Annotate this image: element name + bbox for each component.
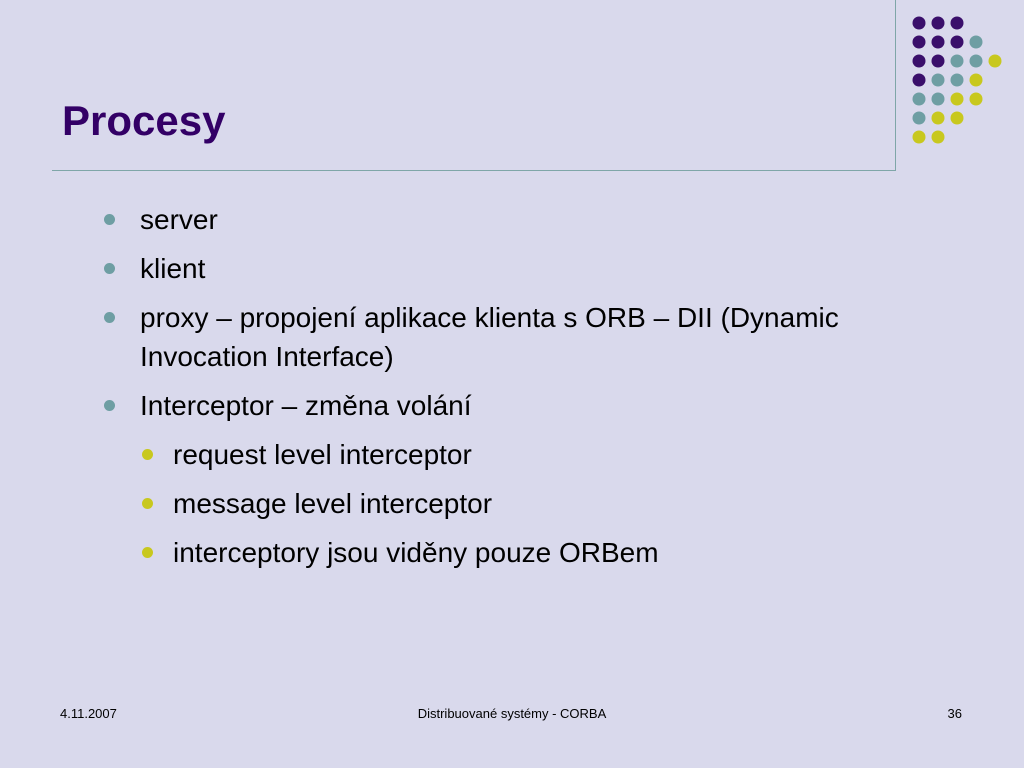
sub-bullet-text: message level interceptor [173,488,493,519]
sub-bullet-dot-icon [142,449,153,460]
vertical-divider [895,0,896,171]
sub-bullet-text: request level interceptor [173,439,472,470]
decorative-dot [912,16,926,30]
decorative-dot [950,92,964,106]
decorative-dot [912,130,926,144]
decorative-dot [950,73,964,87]
decorative-dot [912,111,926,125]
sub-bullet-dot-icon [142,498,153,509]
decorative-dot [912,92,926,106]
decorative-dot [969,54,983,68]
decorative-dot [950,54,964,68]
sub-bullet-item: message level interceptor [100,484,860,523]
bullet-item: proxy – propojení aplikace klienta s ORB… [100,298,860,376]
footer-page-number: 36 [947,706,962,721]
bullet-item: server [100,200,860,239]
bullet-dot-icon [104,400,115,411]
decorative-dot [931,111,945,125]
decorative-dot [931,130,945,144]
sub-bullet-item: interceptory jsou viděny pouze ORBem [100,533,860,572]
bullet-item: klient [100,249,860,288]
decorative-dot [931,54,945,68]
decorative-dot [950,111,964,125]
bullet-dot-icon [104,263,115,274]
sub-bullet-text: interceptory jsou viděny pouze ORBem [173,537,659,568]
decorative-dot [969,73,983,87]
footer-date: 4.11.2007 [60,706,117,721]
decorative-dot [931,73,945,87]
decorative-dot [969,35,983,49]
footer-course: Distribuované systémy - CORBA [417,706,607,721]
decorative-dot [950,16,964,30]
decorative-dot [912,35,926,49]
decorative-dot [969,92,983,106]
bullet-list: server klient proxy – propojení aplikace… [100,200,860,582]
decorative-dot [931,16,945,30]
slide-title: Procesy [62,97,226,144]
decorative-dot [912,54,926,68]
sub-bullet-item: request level interceptor [100,435,860,474]
bullet-text: proxy – propojení aplikace klienta s ORB… [140,302,839,372]
decorative-dot [912,73,926,87]
decorative-dot-grid [912,16,1002,144]
decorative-dot [950,35,964,49]
sub-bullet-dot-icon [142,547,153,558]
bullet-item: Interceptor – změna volání [100,386,860,425]
bullet-text: Interceptor – změna volání [140,390,472,421]
title-divider [52,170,896,171]
bullet-dot-icon [104,312,115,323]
bullet-text: klient [140,253,206,284]
decorative-dot [988,54,1002,68]
bullet-dot-icon [104,214,115,225]
bullet-text: server [140,204,218,235]
decorative-dot [931,35,945,49]
decorative-dot [931,92,945,106]
